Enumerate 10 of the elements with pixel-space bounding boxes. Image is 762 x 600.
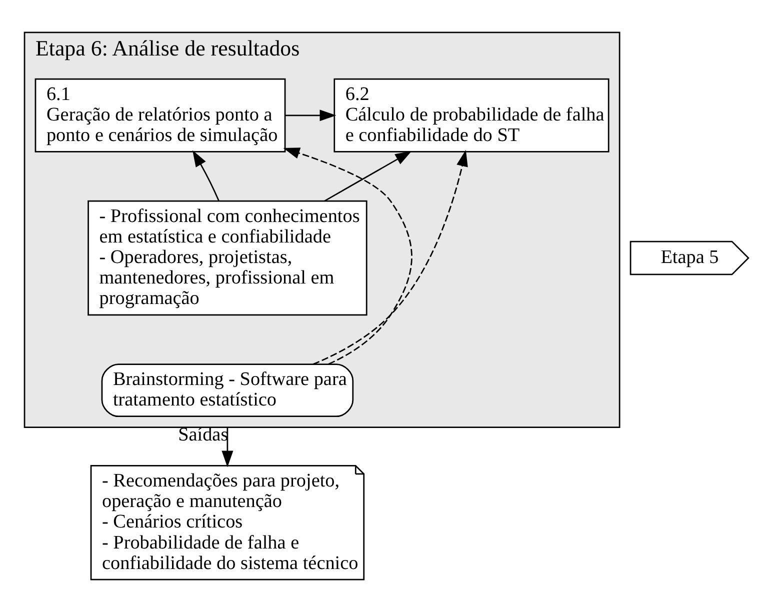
node-box: 6.1 Geração de relatórios ponto a ponto e cenários de simulação — [34, 78, 286, 152]
arrow — [192, 150, 220, 200]
arrow — [312, 149, 468, 364]
arrow — [222, 426, 234, 467]
node-box: 6.2 Cálculo de probabilidade de falha e confiabilidade do ST — [334, 78, 610, 152]
arrow — [283, 147, 412, 364]
arrow — [285, 109, 336, 121]
arrow — [324, 150, 412, 202]
node-box: - Profissional com conhecimentos em estatística e confiabilidade - Operadores, projetistas, mantenedores, profissional em programação — [88, 200, 368, 316]
node-box: Brainstorming - Software para tratamento estatístico — [101, 363, 354, 417]
